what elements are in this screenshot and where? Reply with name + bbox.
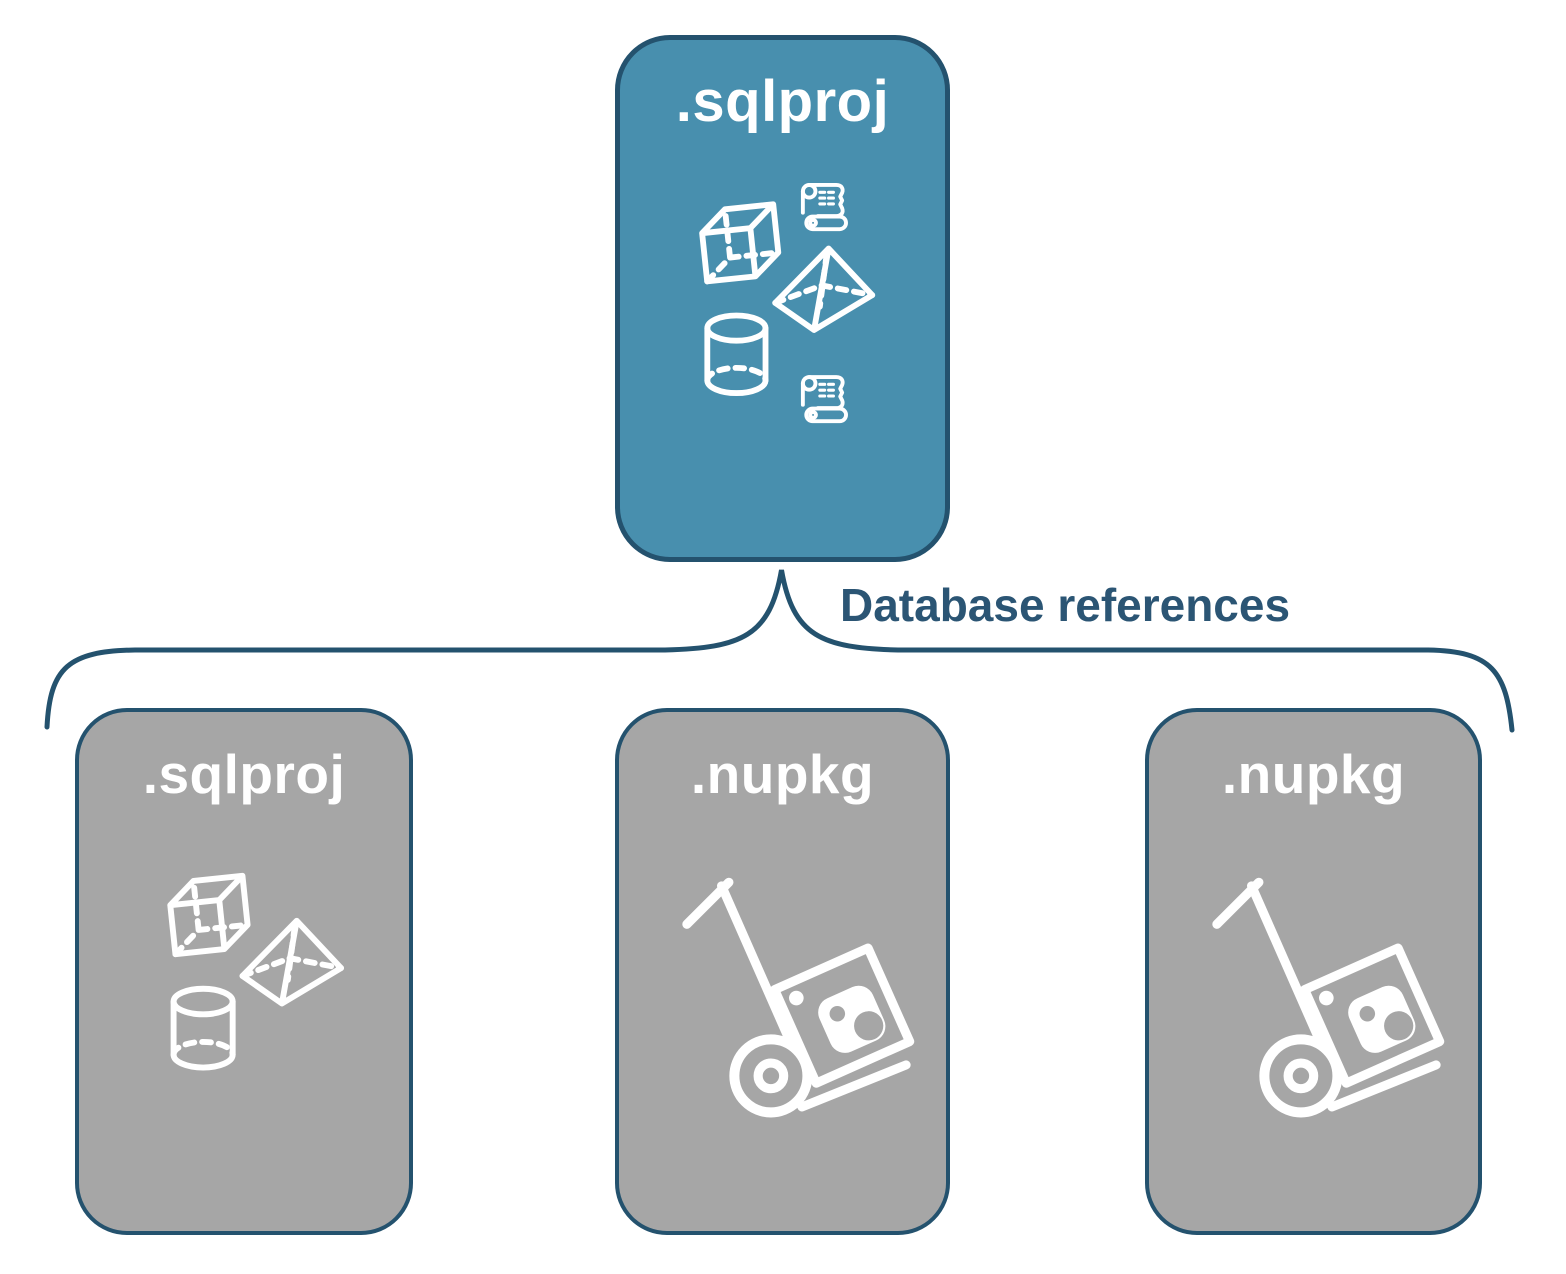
child-node-sqlproj: .sqlproj xyxy=(75,708,413,1235)
pyramid-icon xyxy=(239,917,344,1007)
child-node-label: .nupkg xyxy=(690,743,875,805)
child-node-nupkg: .nupkg xyxy=(1145,708,1482,1235)
child-node-label: .nupkg xyxy=(1221,743,1406,805)
cube-icon xyxy=(699,201,782,285)
child-node-label: .sqlproj xyxy=(142,743,346,805)
parent-node-label: .sqlproj xyxy=(675,69,890,134)
package-box xyxy=(770,943,915,1088)
nuget-hand-truck-icon xyxy=(1212,877,1445,1118)
script-scroll-icon xyxy=(800,183,848,232)
script-scroll-icon xyxy=(800,375,848,424)
nuget-hand-truck-icon xyxy=(682,877,915,1118)
cylinder-icon xyxy=(170,985,236,1071)
pyramid-icon xyxy=(772,245,876,333)
cube-icon xyxy=(167,872,251,958)
relationship-label: Database references xyxy=(840,579,1291,631)
package-box xyxy=(1300,943,1445,1088)
cylinder-icon xyxy=(704,312,769,396)
parent-node-sqlproj: .sqlproj xyxy=(615,35,950,562)
child-node-nupkg: .nupkg xyxy=(615,708,950,1235)
